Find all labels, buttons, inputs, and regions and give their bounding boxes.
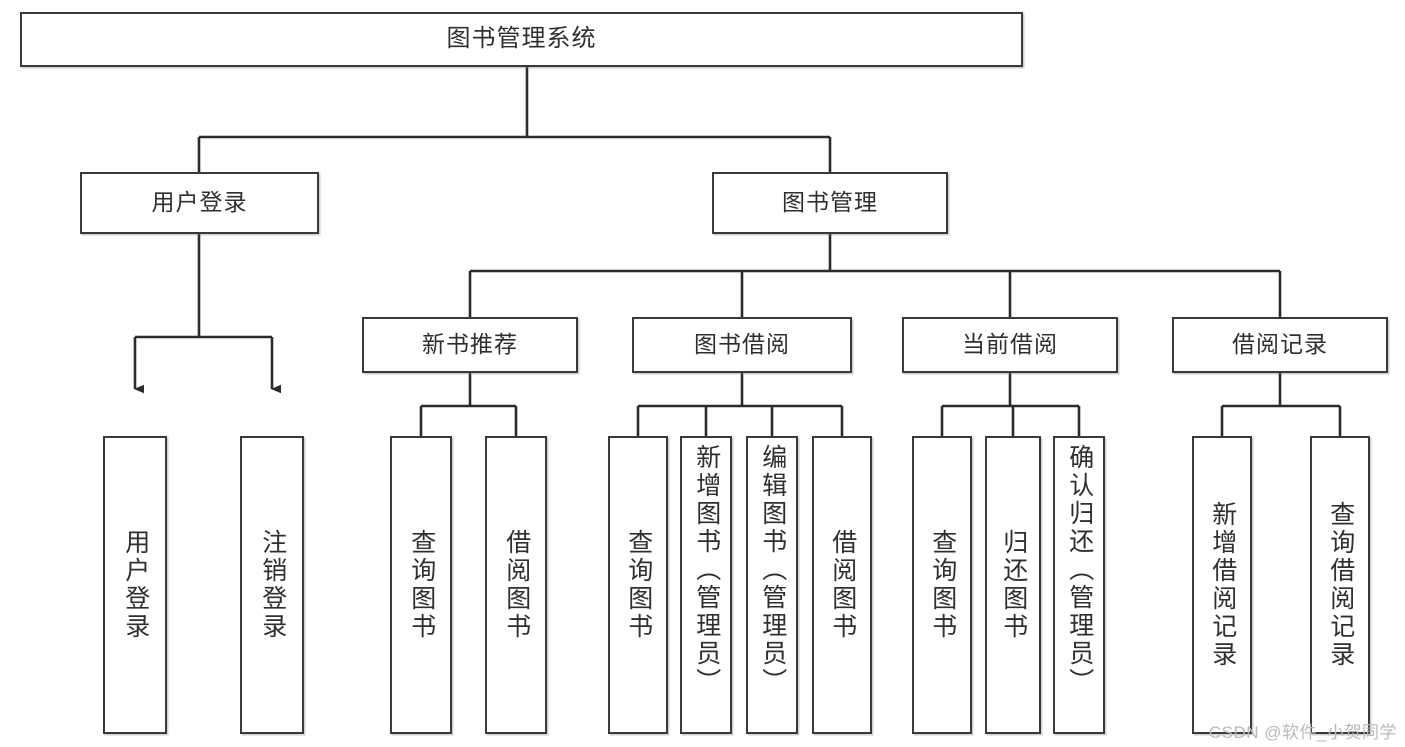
leaf-return-book[interactable]: 归还图书 (985, 436, 1041, 734)
leaf-edit-book-admin[interactable]: 编辑图书（管理员） (746, 436, 798, 734)
leaf-confirm-return-admin[interactable]: 确认归还（管理员） (1053, 436, 1105, 734)
node-label: 查询借阅记录 (1326, 501, 1355, 669)
node-label: 注销登录 (258, 529, 287, 641)
leaf-add-borrow-record[interactable]: 新增借阅记录 (1192, 436, 1252, 734)
node-book-management[interactable]: 图书管理 (712, 172, 948, 234)
node-label: 图书管理系统 (446, 25, 597, 53)
node-label: 查询图书 (928, 529, 957, 641)
node-label: 用户登录 (151, 189, 248, 216)
node-new-book-recommend[interactable]: 新书推荐 (362, 317, 578, 373)
leaf-borrow-book-recommend[interactable]: 借阅图书 (485, 436, 547, 734)
node-current-borrow[interactable]: 当前借阅 (902, 317, 1118, 373)
node-label: 当前借阅 (962, 331, 1058, 358)
leaf-user-login[interactable]: 用户登录 (103, 436, 167, 734)
leaf-logout-login[interactable]: 注销登录 (240, 436, 304, 734)
node-label: 借阅图书 (828, 529, 857, 641)
leaf-query-book-current[interactable]: 查询图书 (912, 436, 972, 734)
node-label: 新增图书（管理员） (692, 444, 721, 696)
csdn-watermark: CSDN @软件_小贺同学 (1208, 723, 1397, 742)
leaf-borrow-book[interactable]: 借阅图书 (812, 436, 872, 734)
node-label: 查询图书 (624, 529, 653, 641)
node-label: 借阅图书 (502, 529, 531, 641)
leaf-add-book-admin[interactable]: 新增图书（管理员） (680, 436, 732, 734)
node-label: 查询图书 (407, 529, 436, 641)
leaf-query-borrow-record[interactable]: 查询借阅记录 (1310, 436, 1370, 734)
node-label: 图书管理 (782, 189, 878, 216)
node-label: 确认归还（管理员） (1065, 444, 1094, 696)
node-label: 新书推荐 (422, 331, 518, 358)
node-book-borrow[interactable]: 图书借阅 (632, 317, 852, 373)
node-label: 编辑图书（管理员） (758, 444, 787, 696)
node-label: 用户登录 (121, 529, 150, 641)
leaf-query-book-recommend[interactable]: 查询图书 (390, 436, 452, 734)
node-user-login[interactable]: 用户登录 (80, 172, 319, 234)
node-borrow-record[interactable]: 借阅记录 (1172, 317, 1388, 373)
node-root-system[interactable]: 图书管理系统 (20, 12, 1023, 67)
node-label: 图书借阅 (694, 331, 790, 358)
node-label: 归还图书 (999, 529, 1028, 641)
node-label: 借阅记录 (1232, 331, 1328, 358)
node-label: 新增借阅记录 (1208, 501, 1237, 669)
leaf-query-book-borrow[interactable]: 查询图书 (608, 436, 668, 734)
